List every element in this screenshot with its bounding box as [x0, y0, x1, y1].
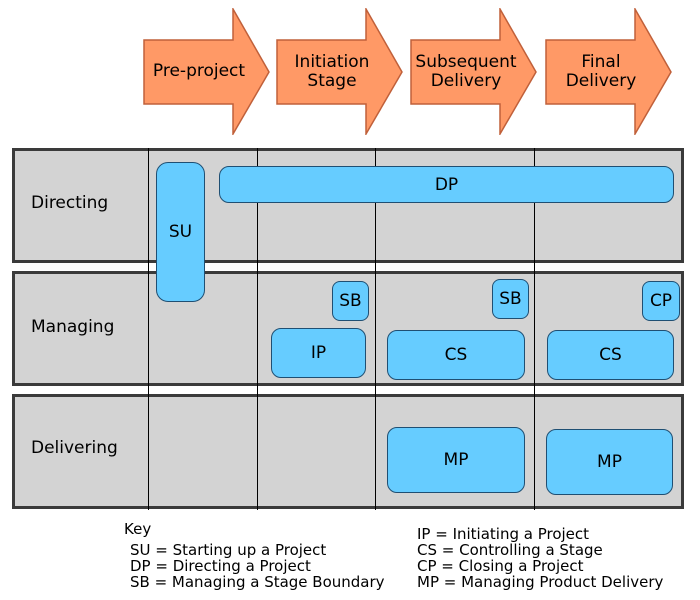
process-sb-subsequent: SB [492, 279, 529, 319]
arrow-shape-icon [143, 8, 270, 135]
key-entry: IP = Initiating a Project [417, 525, 590, 543]
process-ip: IP [271, 328, 366, 378]
key-entry: CS = Controlling a Stage [417, 541, 603, 559]
lane-label-delivering: Delivering [31, 438, 118, 458]
stage-arrow-final-delivery: Final Delivery [545, 8, 672, 135]
key-entry: DP = Directing a Project [130, 557, 311, 575]
stage-label: Initiation Stage [294, 51, 370, 91]
stage-arrow-subsequent-delivery: Subsequent Delivery [410, 8, 537, 135]
stage-label: Final Delivery [565, 51, 637, 91]
process-cs-subsequent: CS [387, 330, 525, 380]
stage-arrow-initiation: Initiation Stage [276, 8, 403, 135]
arrow-shape-icon [545, 8, 672, 135]
stage-arrow-pre-project: Pre-project [143, 8, 270, 135]
arrow-shape-icon [410, 8, 537, 135]
process-dp: DP [219, 166, 674, 203]
process-cs-final: CS [547, 330, 674, 380]
key-entry: MP = Managing Product Delivery [417, 573, 664, 591]
arrow-shape-icon [276, 8, 403, 135]
key-entry: SB = Managing a Stage Boundary [130, 573, 385, 591]
process-mp-final: MP [546, 429, 673, 495]
key-entry: CP = Closing a Project [417, 557, 584, 575]
process-cp: CP [642, 281, 680, 321]
stage-label: Pre-project [152, 61, 246, 81]
key-title: Key [124, 520, 152, 538]
process-mp-subsequent: MP [387, 427, 525, 493]
process-su: SU [156, 162, 205, 302]
lane-label-managing: Managing [31, 317, 115, 337]
process-sb-initiation: SB [332, 281, 369, 321]
stage-divider [534, 148, 535, 510]
stage-label: Subsequent Delivery [415, 51, 517, 91]
lane-label-directing: Directing [31, 193, 109, 213]
stage-divider [375, 148, 376, 510]
stage-divider [148, 148, 149, 510]
stage-divider [257, 148, 258, 510]
key-entry: SU = Starting up a Project [130, 541, 327, 559]
